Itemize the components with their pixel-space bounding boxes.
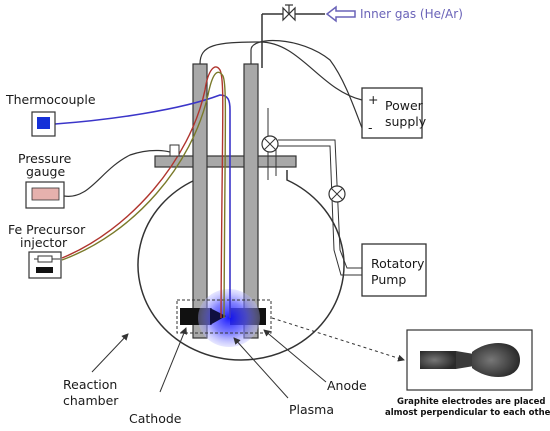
rotatory-pump-box: [361, 243, 427, 297]
syringe-icon: [34, 255, 60, 263]
gas-arrow-icon: [325, 5, 356, 23]
fe-injector-slot: [36, 267, 53, 273]
rotatory-pump-label-1: Rotatory: [371, 256, 425, 271]
fe-injector-label-2: injector: [20, 235, 68, 250]
pump-line-4: [278, 145, 362, 276]
thermocouple-wire: [54, 94, 231, 318]
plasma-glow: [198, 289, 260, 347]
gas-valve-icon: [282, 4, 296, 22]
injector-wire-olive: [61, 71, 227, 319]
pressure-gauge-display: [31, 187, 60, 201]
reaction-chamber-label-1: Reaction: [63, 377, 117, 392]
reaction-chamber-flask: [137, 170, 345, 361]
anode-leader: [263, 329, 327, 383]
injector-wire-red: [61, 66, 224, 319]
power-supply-box: [361, 87, 423, 139]
pump-line-3: [278, 139, 362, 269]
thermocouple-sensor: [37, 117, 50, 129]
thermocouple-label: Thermocouple: [5, 92, 96, 107]
cathode-label: Cathode: [129, 411, 182, 426]
pressure-gauge-label-1: Pressure: [18, 151, 72, 166]
fe-injector-label-1: Fe Precursor: [8, 222, 86, 237]
reaction-chamber-leader: [91, 333, 129, 373]
power-wire-anode: [250, 39, 363, 129]
plasma-leader: [233, 337, 289, 399]
inset-caption-1: Graphite electrodes are placed: [397, 397, 545, 407]
valve-upper-icon: [261, 135, 279, 153]
pressure-port: [169, 144, 180, 157]
power-wire-cathode: [199, 41, 363, 101]
power-minus-label: -: [368, 120, 373, 135]
power-supply-label-2: supply: [385, 114, 427, 129]
inset-dashed-arrow: [271, 317, 405, 362]
pressure-gauge-label-2: gauge: [26, 164, 65, 179]
cathode-tip: [210, 308, 226, 325]
plasma-label: Plasma: [289, 402, 334, 417]
rotatory-pump-label-2: Pump: [371, 272, 406, 287]
reaction-chamber-label-2: chamber: [63, 393, 119, 408]
anode-label: Anode: [327, 378, 367, 393]
cathode-leader: [159, 327, 187, 393]
graphite-electrodes-icon: [420, 342, 520, 378]
valve-lower-icon: [328, 185, 346, 203]
inner-gas-label: Inner gas (He/Ar): [360, 7, 463, 21]
power-supply-label-1: Power: [385, 98, 424, 113]
power-plus-label: +: [368, 92, 378, 107]
inset-caption-2: almost perpendicular to each other: [385, 408, 550, 418]
pressure-gauge-wire: [63, 149, 177, 197]
